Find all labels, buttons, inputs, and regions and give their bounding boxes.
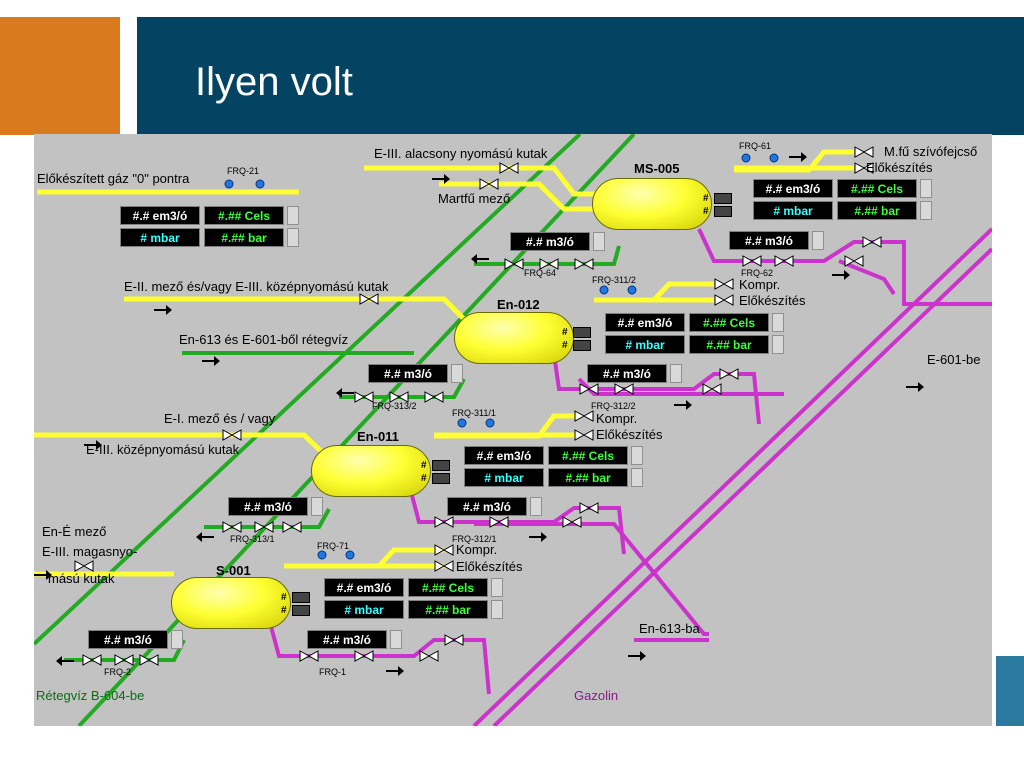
- en012-water-flow: #.# m3/ó: [368, 364, 448, 383]
- corner-decoration: [996, 656, 1024, 726]
- frq-ms005-water: FRQ-64: [524, 268, 557, 278]
- vessel-name-en012: En-012: [497, 297, 540, 312]
- s001-temp: #.## Cels: [408, 578, 488, 597]
- frq-en012-gas: FRQ-311/2: [592, 275, 636, 285]
- vessel-en012: [454, 312, 574, 364]
- label-gasoline: Gazolin: [574, 688, 619, 703]
- label-prepared-gas: Előkészített gáz "0" pontra: [37, 171, 190, 186]
- frq-ms005-gas: FRQ-61: [739, 141, 772, 151]
- ms005-prep: Előkészítés: [866, 160, 933, 175]
- prep-gas-temp: #.## Cels: [204, 206, 284, 225]
- en012-prep: Előkészítés: [739, 293, 806, 308]
- en011-gasoline-flow: #.# m3/ó: [447, 497, 527, 516]
- frq-s001-gas: FRQ-71: [317, 541, 350, 551]
- en011-prep: Előkészítés: [596, 427, 663, 442]
- frq-en012-gasoline: FRQ-312/2: [591, 401, 636, 411]
- ms005-water-flow: #.# m3/ó: [510, 232, 590, 251]
- ms005-flow: #.# em3/ó: [753, 179, 833, 198]
- s001-press1: # mbar: [324, 600, 404, 619]
- en011-press2: #.## bar: [548, 468, 628, 487]
- en011-flow: #.# em3/ó: [464, 446, 544, 465]
- frq-en011-gasoline: FRQ-312/1: [452, 534, 497, 544]
- s001-compr: Kompr.: [456, 542, 498, 557]
- label-water-out: Rétegvíz B-604-be: [36, 688, 145, 703]
- scada-process-diagram: Előkészített gáz "0" pontra E-III. alacs…: [34, 134, 992, 726]
- en012-compr: Kompr.: [739, 277, 781, 292]
- slide-title: Ilyen volt: [195, 60, 353, 104]
- vessel-name-s001: S-001: [216, 563, 251, 578]
- label-e1-field-a: E-I. mező és / vagy: [164, 411, 276, 426]
- flow-arrows: [34, 152, 924, 676]
- vessel-name-ms005: MS-005: [634, 161, 680, 176]
- label-e3-high-a: E-III. magasnyo-: [42, 544, 138, 559]
- vessel-s001: [171, 577, 291, 629]
- vessel-name-en011: En-011: [357, 429, 399, 444]
- s001-gasoline-flow: #.# m3/ó: [307, 630, 387, 649]
- s001-water-flow: #.# m3/ó: [88, 630, 168, 649]
- vessel-ms005: [592, 178, 712, 230]
- label-mfu-suction: M.fű szívófejcső: [884, 144, 978, 159]
- s001-prep: Előkészítés: [456, 559, 523, 574]
- frq-21-label: FRQ-21: [227, 166, 260, 176]
- prep-gas-flow: #.# em3/ó: [120, 206, 200, 225]
- en012-flow: #.# em3/ó: [605, 313, 685, 332]
- frq-en012-water: FRQ-313/2: [372, 401, 417, 411]
- s001-flow: #.# em3/ó: [324, 578, 404, 597]
- frq-ms005-gasoline: FRQ-62: [741, 268, 774, 278]
- ms005-press1: # mbar: [753, 201, 833, 220]
- en012-press1: # mbar: [605, 335, 685, 354]
- label-e3-low-pressure: E-III. alacsony nyomású kutak: [374, 146, 548, 161]
- prep-gas-press1: # mbar: [120, 228, 200, 247]
- en012-press2: #.## bar: [689, 335, 769, 354]
- label-e3-high-b: mású kutak: [48, 571, 115, 586]
- en012-gasoline-flow: #.# m3/ó: [587, 364, 667, 383]
- en011-temp: #.## Cels: [548, 446, 628, 465]
- frq-s001-water: FRQ-2: [104, 667, 131, 677]
- en011-water-flow: #.# m3/ó: [228, 497, 308, 516]
- frq-s001-gasoline: FRQ-1: [319, 667, 346, 677]
- ms005-press2: #.## bar: [837, 201, 917, 220]
- label-e601-out: E-601-be: [927, 352, 981, 367]
- ms005-temp: #.## Cels: [837, 179, 917, 198]
- label-en613-out: En-613-ba: [639, 621, 700, 636]
- vessel-en011: [311, 445, 431, 497]
- s001-press2: #.## bar: [408, 600, 488, 619]
- orange-accent-block: [0, 17, 120, 135]
- gasoline-main-lines: [472, 227, 992, 726]
- en011-press1: # mbar: [464, 468, 544, 487]
- title-bar: [137, 17, 1024, 135]
- label-e2-field: E-II. mező és/vagy E-III. középnyomású k…: [124, 279, 389, 294]
- en011-compr: Kompr.: [596, 411, 638, 426]
- prep-gas-press2: #.## bar: [204, 228, 284, 247]
- label-e1-field-b: E-III. középnyomású kutak: [86, 442, 240, 457]
- label-en613-water: En-613 és E-601-ből rétegvíz: [179, 332, 349, 347]
- ms005-gasoline-flow: #.# m3/ó: [729, 231, 809, 250]
- en012-temp: #.## Cels: [689, 313, 769, 332]
- gasoline-local-lines: [267, 228, 992, 695]
- label-martfu: Martfű mező: [438, 191, 511, 206]
- frq-en011-gas: FRQ-311/1: [452, 408, 496, 418]
- frq-en011-water: FRQ-313/1: [230, 534, 275, 544]
- label-en-e-field: En-É mező: [42, 524, 107, 539]
